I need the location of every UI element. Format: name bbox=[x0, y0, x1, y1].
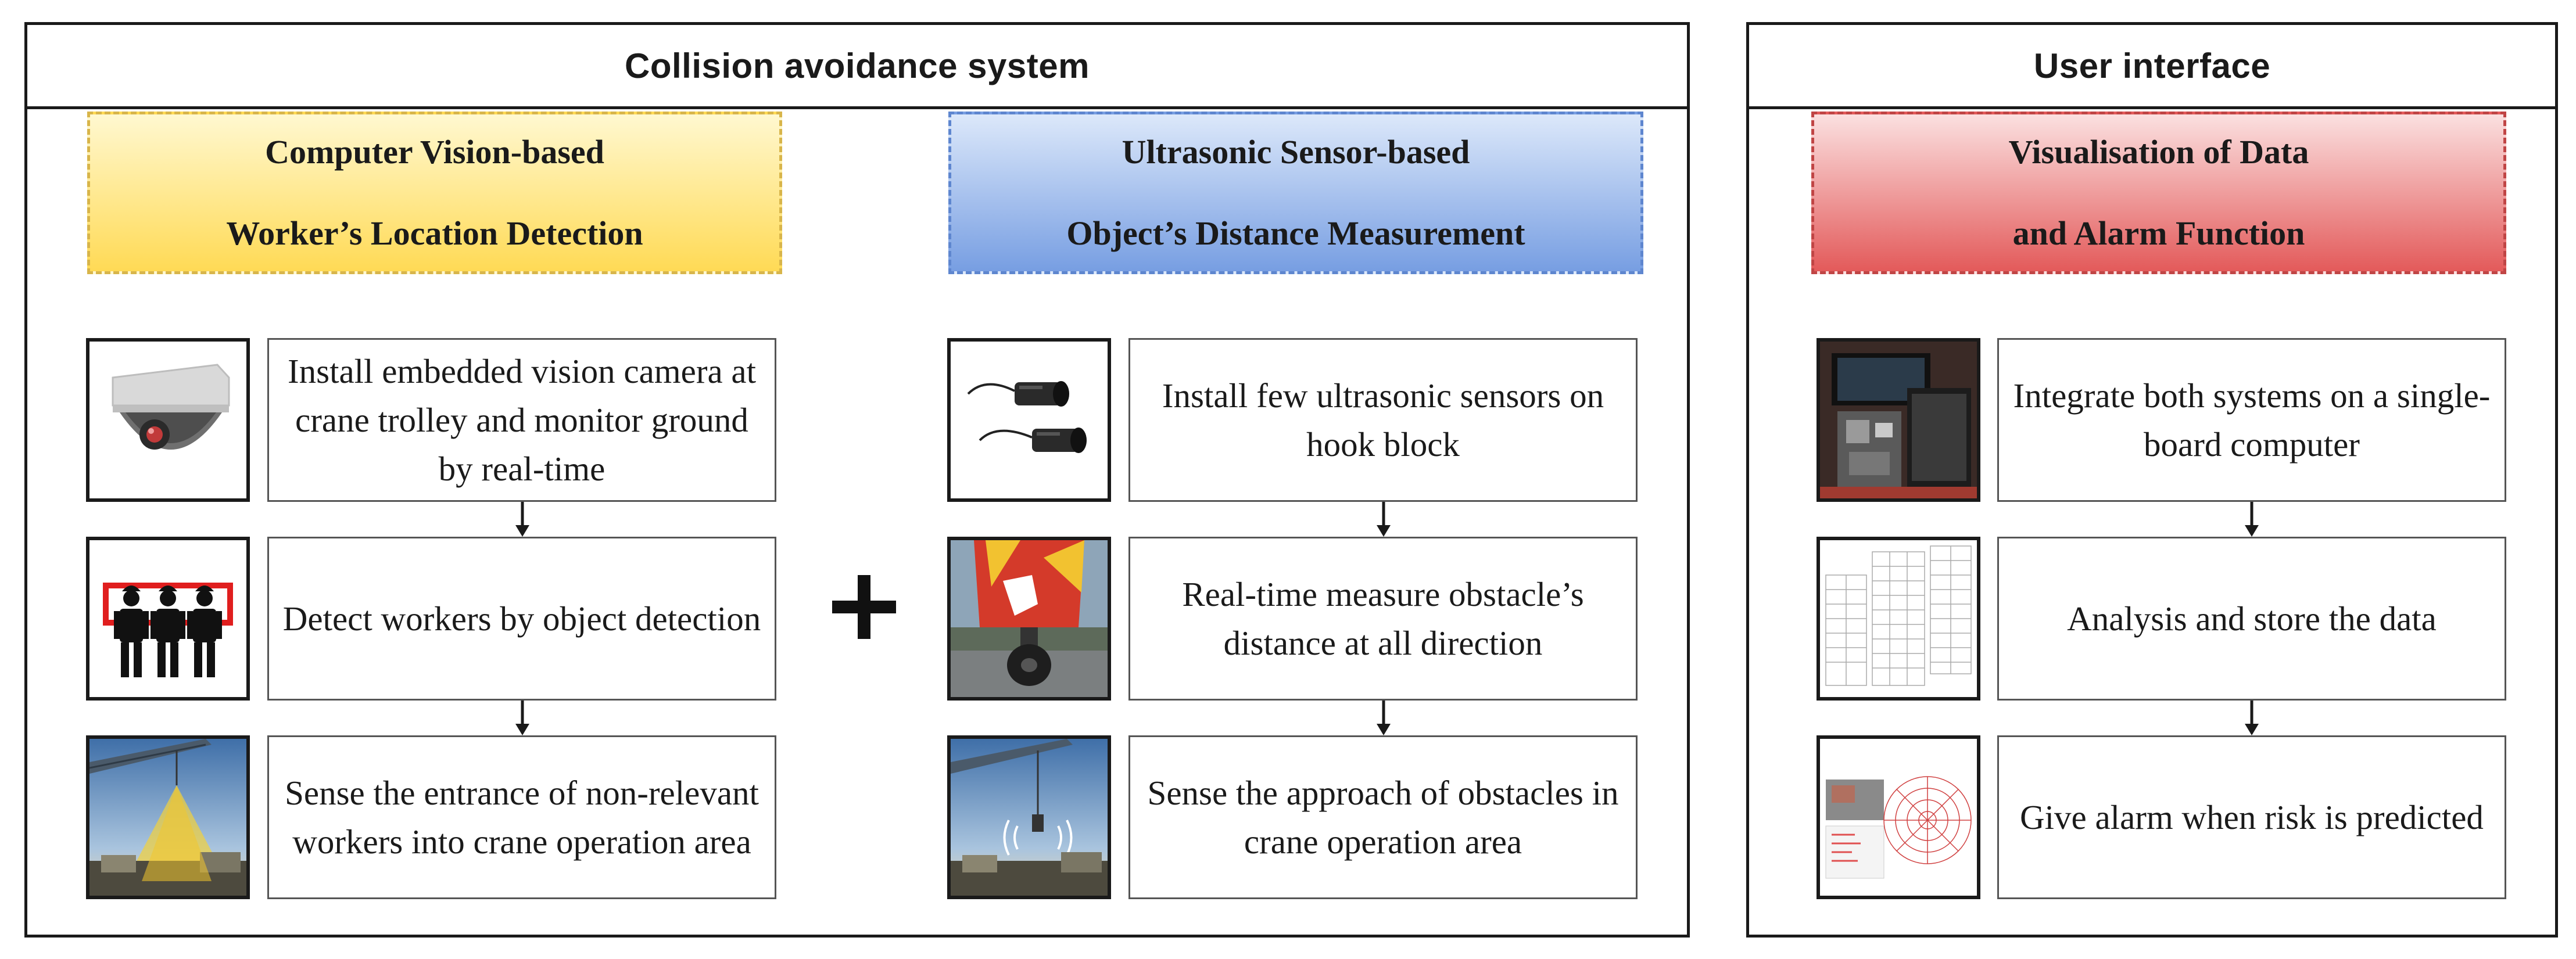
visualisation-module-title: Visualisation of Data and Alarm Function bbox=[1811, 112, 2506, 274]
ultrasonic-step-3-text: Sense the approach of obstacles in crane… bbox=[1128, 735, 1638, 899]
ultrasonic-module-title: Ultrasonic Sensor-based Object’s Distanc… bbox=[948, 112, 1643, 274]
arrow-down-icon bbox=[515, 502, 529, 537]
hook-block-icon bbox=[947, 537, 1111, 701]
plus-icon bbox=[832, 575, 896, 639]
arrow-down-icon bbox=[515, 701, 529, 735]
alarm-radar-icon bbox=[1817, 735, 1980, 899]
vision-module-title: Computer Vision-based Worker’s Location … bbox=[87, 112, 782, 274]
vision-step-2-text: Detect workers by object detection bbox=[267, 537, 776, 701]
panel-title-user-interface: User interface bbox=[1749, 25, 2555, 109]
vision-title-line1: Computer Vision-based bbox=[265, 133, 604, 171]
dome-camera-icon bbox=[86, 338, 250, 502]
arrow-down-icon bbox=[1377, 701, 1391, 735]
panel-title-collision-avoidance: Collision avoidance system bbox=[27, 25, 1687, 109]
arrow-down-icon bbox=[2245, 502, 2259, 537]
vision-step-3-text: Sense the entrance of non-relevant worke… bbox=[267, 735, 776, 899]
visualisation-step-3-text: Give alarm when risk is predicted bbox=[1997, 735, 2506, 899]
arrow-down-icon bbox=[2245, 701, 2259, 735]
ultrasonic-sensor-icon bbox=[947, 338, 1111, 502]
ultrasonic-title-line2: Object’s Distance Measurement bbox=[1066, 214, 1525, 252]
ultrasonic-step-1-text: Install few ultrasonic sensors on hook b… bbox=[1128, 338, 1638, 502]
workers-detection-icon bbox=[86, 537, 250, 701]
crane-operation-area-icon bbox=[86, 735, 250, 899]
visualisation-title-line2: and Alarm Function bbox=[2012, 214, 2305, 252]
visualisation-step-2-text: Analysis and store the data bbox=[1997, 537, 2506, 701]
vision-title-line2: Worker’s Location Detection bbox=[226, 214, 643, 252]
crane-obstacle-icon bbox=[947, 735, 1111, 899]
ultrasonic-title-line1: Ultrasonic Sensor-based bbox=[1122, 133, 1470, 171]
visualisation-title-line1: Visualisation of Data bbox=[2008, 133, 2309, 171]
data-table-icon bbox=[1817, 537, 1980, 701]
arrow-down-icon bbox=[1377, 502, 1391, 537]
single-board-computer-icon bbox=[1817, 338, 1980, 502]
visualisation-step-1-text: Integrate both systems on a single-board… bbox=[1997, 338, 2506, 502]
ultrasonic-step-2-text: Real-time measure obstacle’s distance at… bbox=[1128, 537, 1638, 701]
vision-step-1-text: Install embedded vision camera at crane … bbox=[267, 338, 776, 502]
